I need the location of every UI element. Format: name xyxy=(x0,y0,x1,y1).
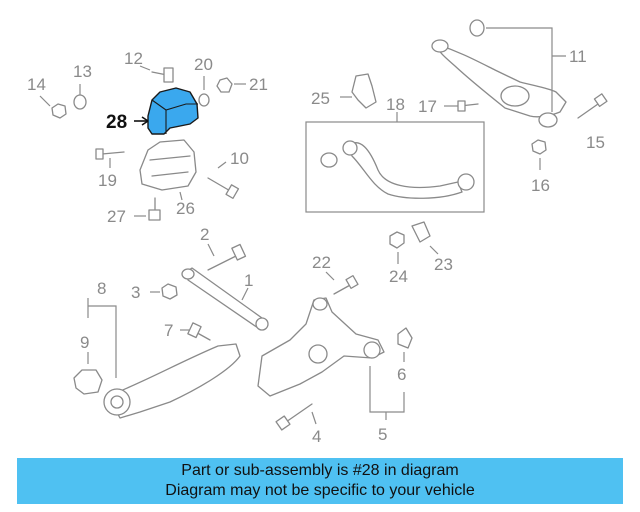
callout-15: 15 xyxy=(586,133,605,152)
banner-line-2: Diagram may not be specific to your vehi… xyxy=(165,482,475,499)
callout-21: 21 xyxy=(249,75,268,94)
part-17-bolt xyxy=(444,100,479,112)
banner-line-1: Part or sub-assembly is #28 in diagram xyxy=(181,462,459,479)
callout-19: 19 xyxy=(98,171,117,190)
callout-27: 27 xyxy=(107,207,126,226)
part-20-washer xyxy=(198,76,210,107)
part-3-nut xyxy=(150,283,178,300)
callout-8: 8 xyxy=(97,279,106,298)
callout-7: 7 xyxy=(164,321,173,340)
callout-16: 16 xyxy=(531,176,550,195)
callout-25: 25 xyxy=(311,89,330,108)
callout-22: 22 xyxy=(312,253,331,272)
part-6-bushing xyxy=(397,327,413,362)
callout-6: 6 xyxy=(397,365,406,384)
part-22-bolt xyxy=(325,271,359,295)
part-7-bolt xyxy=(180,322,211,341)
callout-13: 13 xyxy=(73,62,92,81)
info-banner: Part or sub-assembly is #28 in diagram D… xyxy=(17,458,623,504)
part-18-lateral-link xyxy=(305,112,485,213)
callout-23: 23 xyxy=(434,255,453,274)
part-25-bracket xyxy=(340,73,377,109)
part-23-bracket xyxy=(411,221,439,255)
part-2-bolt xyxy=(207,243,247,271)
part-8-trailing-arm xyxy=(87,298,241,419)
knuckle xyxy=(257,297,385,397)
callout-26: 26 xyxy=(176,199,195,218)
callout-20: 20 xyxy=(194,55,213,74)
callout-11: 11 xyxy=(569,47,587,66)
callout-10: 10 xyxy=(230,149,249,168)
callout-5-leader xyxy=(369,366,405,420)
part-24-nut xyxy=(389,231,405,264)
part-19-bolt xyxy=(95,148,125,168)
part-13-washer xyxy=(73,84,87,110)
part-14-nut xyxy=(39,95,67,119)
part-11-upper-arm xyxy=(431,19,567,128)
part-28-cushion xyxy=(134,87,199,135)
callout-1: 1 xyxy=(244,271,253,290)
callout-24: 24 xyxy=(389,267,408,286)
callout-5: 5 xyxy=(378,425,387,444)
part-12-bolt xyxy=(139,65,174,83)
part-10-bolt xyxy=(207,161,240,199)
callout-2: 2 xyxy=(200,225,209,244)
callout-4: 4 xyxy=(312,427,321,446)
part-16-nut xyxy=(531,139,547,170)
part-26-mount xyxy=(139,139,197,201)
callout-3: 3 xyxy=(131,283,140,302)
part-15-bolt xyxy=(577,93,608,119)
callout-18: 18 xyxy=(386,95,405,114)
callout-12: 12 xyxy=(124,49,143,68)
part-4-bolt xyxy=(275,403,317,431)
callout-9: 9 xyxy=(80,333,89,352)
callout-14: 14 xyxy=(27,75,46,94)
part-27-bolt xyxy=(134,197,161,221)
part-9-cover xyxy=(73,352,103,395)
part-1-link xyxy=(181,267,269,331)
callout-17: 17 xyxy=(418,97,437,116)
part-21-nut xyxy=(216,77,246,93)
callout-28: 28 xyxy=(106,112,127,133)
